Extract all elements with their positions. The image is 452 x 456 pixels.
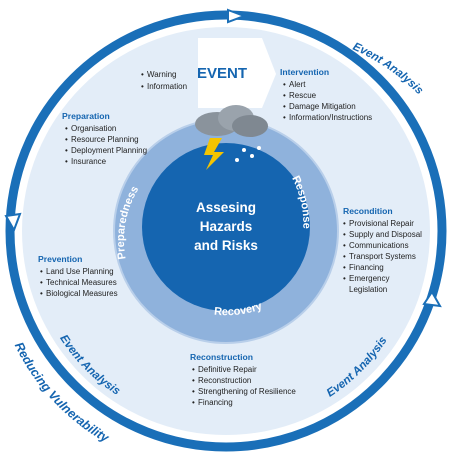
intervention-item: Information/Instructions bbox=[289, 113, 372, 122]
event-block: EVENT • Warning • Information bbox=[141, 65, 247, 91]
recondition-item: Supply and Disposal bbox=[349, 230, 422, 239]
event-arrow-notch bbox=[198, 38, 276, 108]
event-bullet: • bbox=[141, 82, 144, 91]
preparation-block: Preparation •Organisation •Resource Plan… bbox=[62, 111, 147, 166]
storm-cloud-icon bbox=[195, 105, 268, 170]
event-title: EVENT bbox=[197, 65, 247, 82]
svg-text:•: • bbox=[283, 102, 286, 111]
svg-text:•: • bbox=[65, 124, 68, 133]
svg-text:•: • bbox=[192, 376, 195, 385]
event-bullet: • bbox=[141, 70, 144, 79]
recondition-item: Transport Systems bbox=[349, 252, 416, 261]
reconstruction-title: Reconstruction bbox=[190, 352, 253, 362]
center-disc bbox=[142, 143, 310, 311]
preparation-item: Resource Planning bbox=[71, 135, 139, 144]
svg-text:•: • bbox=[192, 387, 195, 396]
center-title: Assesing Hazards and Risks bbox=[194, 200, 258, 253]
preparation-item: Organisation bbox=[71, 124, 116, 133]
svg-text:•: • bbox=[343, 241, 346, 250]
prevention-item: Land Use Planning bbox=[46, 267, 114, 276]
recondition-item: Communications bbox=[349, 241, 409, 250]
svg-text:•: • bbox=[283, 91, 286, 100]
event-item-warning: Warning bbox=[147, 70, 177, 79]
recondition-item: Financing bbox=[349, 263, 384, 272]
svg-text:•: • bbox=[40, 289, 43, 298]
center-line-2: Hazards bbox=[200, 219, 253, 234]
intervention-title: Intervention bbox=[280, 67, 329, 77]
svg-text:•: • bbox=[343, 274, 346, 283]
prevention-item: Biological Measures bbox=[46, 289, 118, 298]
intervention-block: Intervention •Alert •Rescue •Damage Miti… bbox=[280, 67, 372, 122]
reconstruction-item: Reconstruction bbox=[198, 376, 251, 385]
svg-text:•: • bbox=[192, 365, 195, 374]
center-line-1: Assesing bbox=[196, 200, 256, 215]
svg-text:•: • bbox=[343, 252, 346, 261]
recondition-item: Legislation bbox=[349, 285, 387, 294]
recondition-title: Recondition bbox=[343, 206, 393, 216]
prevention-block: Prevention •Land Use Planning •Technical… bbox=[38, 254, 118, 298]
preparation-item: Deployment Planning bbox=[71, 146, 147, 155]
reconstruction-item: Definitive Repair bbox=[198, 365, 257, 374]
preparation-item: Insurance bbox=[71, 157, 107, 166]
svg-text:•: • bbox=[283, 113, 286, 122]
recondition-item: Emergency bbox=[349, 274, 389, 283]
center-line-3: and Risks bbox=[194, 238, 258, 253]
svg-text:•: • bbox=[283, 80, 286, 89]
reconstruction-block: Reconstruction •Definitive Repair •Recon… bbox=[190, 352, 296, 407]
svg-text:•: • bbox=[343, 263, 346, 272]
prevention-title: Prevention bbox=[38, 254, 82, 264]
reconstruction-item: Financing bbox=[198, 398, 233, 407]
svg-text:•: • bbox=[65, 135, 68, 144]
event-item-information: Information bbox=[147, 82, 187, 91]
intervention-item: Rescue bbox=[289, 91, 317, 100]
prevention-item: Technical Measures bbox=[46, 278, 117, 287]
recondition-item: Provisional Repair bbox=[349, 219, 414, 228]
svg-text:•: • bbox=[40, 278, 43, 287]
svg-text:•: • bbox=[40, 267, 43, 276]
preparation-title: Preparation bbox=[62, 111, 110, 121]
outer-ring bbox=[4, 8, 447, 452]
svg-text:•: • bbox=[343, 219, 346, 228]
reconstruction-item: Strengthening of Resilience bbox=[198, 387, 296, 396]
recondition-block: Recondition •Provisional Repair •Supply … bbox=[343, 206, 422, 294]
svg-text:•: • bbox=[65, 146, 68, 155]
svg-text:•: • bbox=[65, 157, 68, 166]
svg-text:•: • bbox=[343, 230, 346, 239]
intervention-item: Damage Mitigation bbox=[289, 102, 356, 111]
intervention-item: Alert bbox=[289, 80, 306, 89]
svg-text:•: • bbox=[192, 398, 195, 407]
